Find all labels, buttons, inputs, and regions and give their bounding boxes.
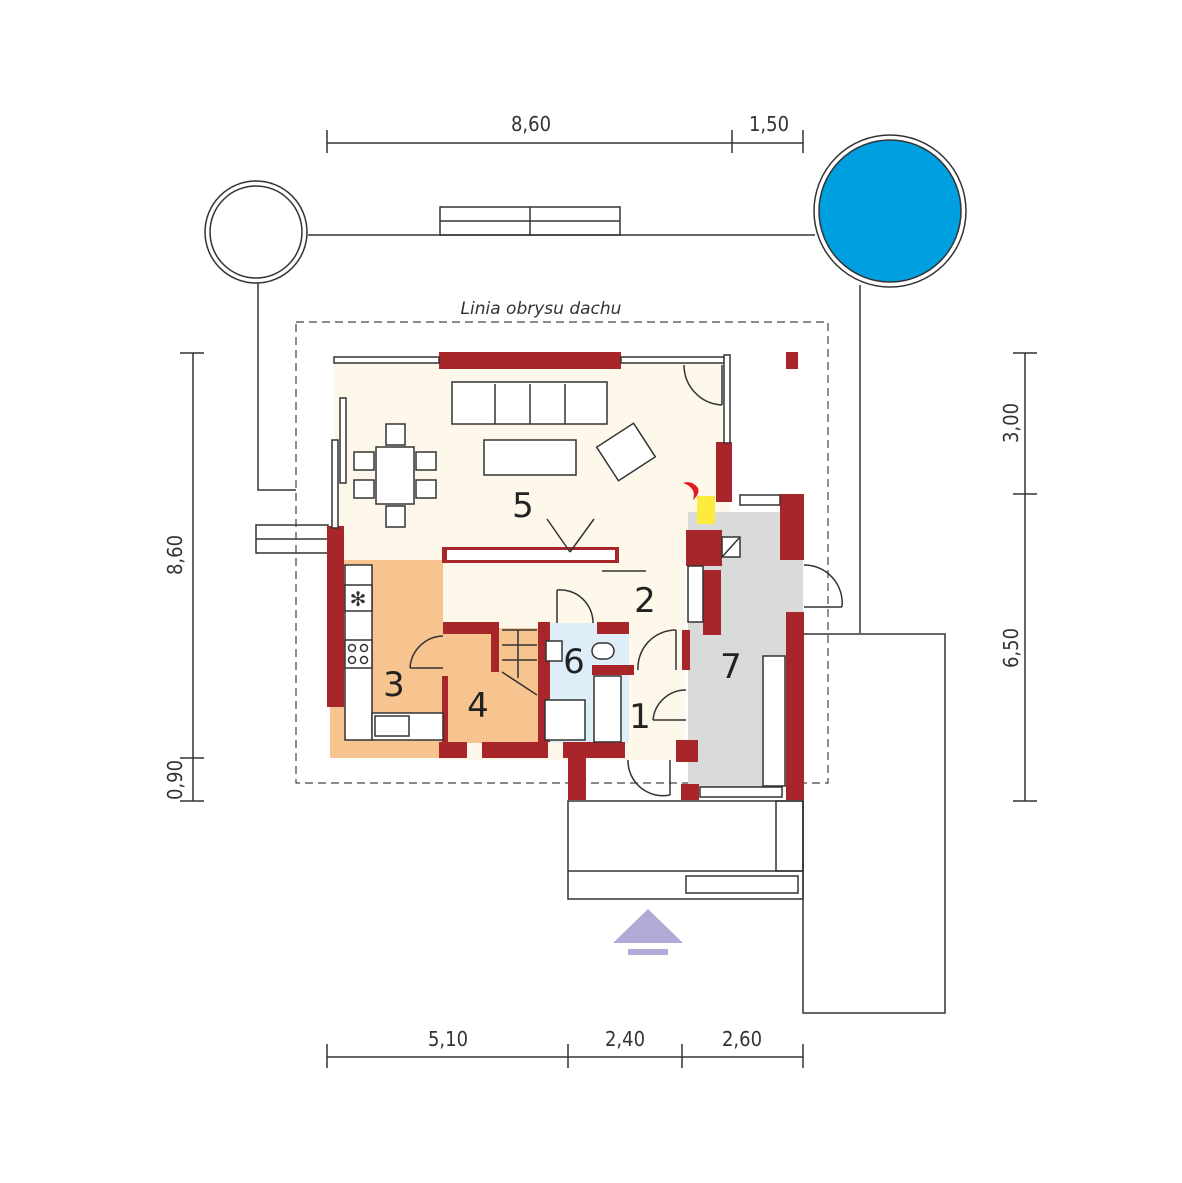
shower [544, 699, 586, 741]
pool-water [818, 139, 962, 283]
dimension-bottom: 5,10 2,40 2,60 [326, 1027, 804, 1068]
dim-left-2: 0,90 [163, 760, 187, 800]
stove [344, 639, 373, 669]
armchair [595, 422, 657, 482]
dim-bottom-1: 5,10 [428, 1027, 468, 1051]
furniture: ✻ [344, 381, 786, 787]
room-number-3: 3 [383, 665, 405, 705]
fireplace [697, 496, 715, 524]
fire-icon [683, 482, 699, 500]
roof-outline-label: Linia obrysu dachu [461, 299, 622, 319]
dim-right-1: 3,00 [999, 403, 1023, 443]
fridge-icon: ✻ [350, 587, 367, 611]
room-labels: 1 2 3 4 5 6 7 [383, 486, 742, 737]
sink [374, 715, 410, 737]
room-number-6: 6 [563, 642, 585, 682]
washbasin [545, 640, 563, 662]
dimension-left: 8,60 0,90 [163, 352, 204, 802]
room-number-1: 1 [629, 697, 651, 737]
roof-outline [295, 321, 829, 784]
dimension-top: 8,60 1,50 [326, 112, 804, 153]
dim-bottom-3: 2,60 [722, 1027, 762, 1051]
coffee-table [483, 439, 577, 476]
dining-table [375, 446, 415, 505]
tv-unit [447, 550, 615, 560]
windows [331, 354, 783, 798]
dim-bottom-2: 2,40 [605, 1027, 645, 1051]
dim-top-1: 8,60 [511, 112, 551, 136]
terrace-outline [255, 206, 946, 1014]
dim-left-1: 8,60 [163, 535, 187, 575]
room-number-5: 5 [512, 486, 534, 526]
doors [409, 364, 843, 797]
wardrobe [687, 565, 704, 623]
toilet [591, 642, 615, 660]
dimension-right: 3,00 6,50 [999, 352, 1037, 802]
entrance-arrow-icon [613, 909, 683, 955]
dim-top-2: 1,50 [749, 112, 789, 136]
room-number-4: 4 [467, 686, 489, 726]
dim-right-2: 6,50 [999, 628, 1023, 668]
room-number-2: 2 [634, 581, 656, 621]
room-number-7: 7 [720, 647, 742, 687]
wardrobe-2 [593, 675, 622, 743]
